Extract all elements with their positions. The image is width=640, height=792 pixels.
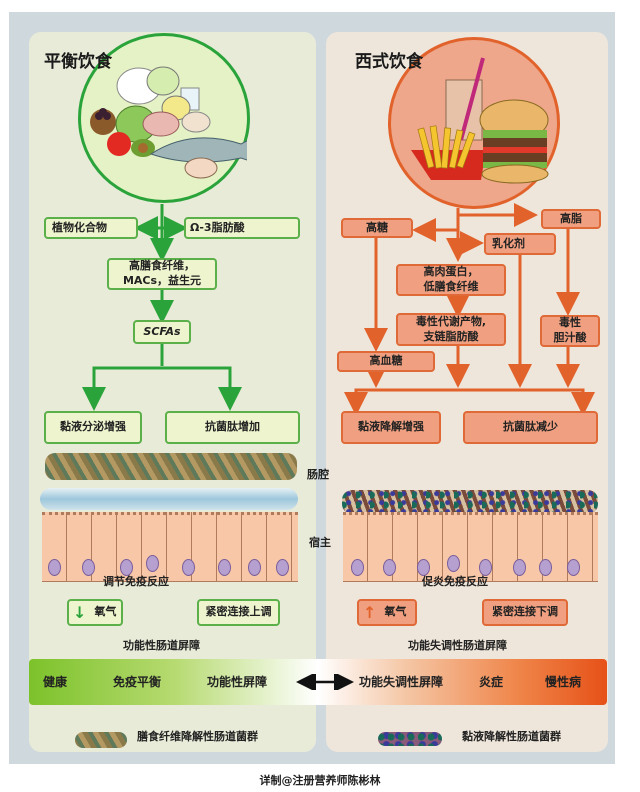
tight-junction-down-box: 紧密连接下调 <box>482 599 568 626</box>
scfa-label: SCFAs <box>143 324 181 338</box>
fiber-bacteria-legend-label: 膳食纤维降解性肠道菌群 <box>137 730 258 743</box>
western-food-illustration <box>388 37 560 209</box>
scfa-box: SCFAs <box>133 320 191 344</box>
phytochemicals-label: 植物化合物 <box>52 220 107 234</box>
mucus-bacteria-legend-icon <box>378 732 442 746</box>
lumen-label: 肠腔 <box>307 468 329 481</box>
fiber-box: 高膳食纤维， MACs，益生元 <box>107 258 217 290</box>
mucus-layer <box>40 488 298 510</box>
high-fat-box: 高脂 <box>541 209 601 229</box>
mucus-secretion-label: 黏液分泌增强 <box>60 420 126 434</box>
tight-junction-up-box: 紧密连接上调 <box>197 599 280 626</box>
toxic-metabolites-label-line2: 支链脂肪酸 <box>423 329 479 343</box>
omega3-box: Ω-3脂肪酸 <box>184 217 300 239</box>
antimicrobial-increase-label: 抗菌肽增加 <box>205 420 260 434</box>
balanced-diet-title: 平衡饮食 <box>44 52 112 72</box>
regulatory-immune-label: 调节免疫反应 <box>103 575 169 588</box>
phytochemicals-box: 植物化合物 <box>44 217 138 239</box>
high-fat-label: 高脂 <box>560 211 582 225</box>
functional-barrier-label: 功能性肠道屏障 <box>123 639 200 652</box>
host-label: 宿主 <box>309 536 331 549</box>
toxic-metabolites-label-line1: 毒性代谢产物, <box>415 314 487 328</box>
western-diet-title: 西式饮食 <box>355 52 423 72</box>
spectrum-inflammation: 炎症 <box>479 675 504 689</box>
toxic-bile-acid-label-line2: 胆汁酸 <box>553 331 587 344</box>
dysfunctional-barrier-label: 功能失调性肠道屏障 <box>408 639 507 652</box>
mucus-degrading-bacteria-layer <box>342 490 598 514</box>
hyperglycemia-box: 高血糖 <box>337 351 435 372</box>
high-sugar-box: 高糖 <box>341 218 413 238</box>
mucus-degradation-box: 黏液降解增强 <box>341 411 441 444</box>
double-arrow-icon <box>296 674 354 690</box>
oxygen-increase-box: ↑ 氧气 <box>357 599 417 626</box>
spectrum-functional-barrier: 功能性屏障 <box>207 675 268 689</box>
antimicrobial-decrease-label: 抗菌肽减少 <box>503 420 558 434</box>
spectrum-dysfunctional-barrier: 功能失调性屏障 <box>359 675 444 689</box>
credit-footer: 详制@注册营养师陈彬林 <box>259 774 381 787</box>
mucus-degradation-label: 黏液降解增强 <box>358 420 424 434</box>
oxygen-decrease-box: ↓ 氧气 <box>67 599 123 626</box>
omega3-label: Ω-3脂肪酸 <box>190 220 245 234</box>
emulsifier-box: 乳化剂 <box>484 233 556 255</box>
fiber-bacteria-legend-icon <box>75 732 127 748</box>
toxic-metabolites-box: 毒性代谢产物, 支链脂肪酸 <box>396 313 506 346</box>
down-arrow-icon: ↓ <box>73 602 87 622</box>
high-protein-label-line1: 高肉蛋白， <box>423 265 479 279</box>
fiber-degrading-bacteria-layer <box>45 453 297 480</box>
hyperglycemia-label: 高血糖 <box>369 354 403 368</box>
health-spectrum-bar: 健康 免疫平衡 功能性屏障 功能失调性屏障 炎症 慢性病 <box>29 659 607 705</box>
high-protein-box: 高肉蛋白， 低膳食纤维 <box>396 264 506 296</box>
toxic-bile-acid-label-line1: 毒性 <box>559 316 581 330</box>
spectrum-immune-balance: 免疫平衡 <box>113 675 162 689</box>
epithelial-cells-healthy <box>42 512 298 582</box>
fiber-label-line2: MACs，益生元 <box>122 274 202 287</box>
high-sugar-label: 高糖 <box>366 220 388 234</box>
tight-junction-down-label: 紧密连接下调 <box>492 605 558 619</box>
up-arrow-icon: ↑ <box>363 602 377 622</box>
mucus-secretion-box: 黏液分泌增强 <box>44 411 142 444</box>
proinflammatory-immune-label: 促炎免疫反应 <box>422 575 488 588</box>
healthy-food-illustration <box>78 33 261 203</box>
high-protein-label-line2: 低膳食纤维 <box>423 280 479 293</box>
mucus-bacteria-legend-label: 黏液降解性肠道菌群 <box>462 730 561 743</box>
antimicrobial-decrease-box: 抗菌肽减少 <box>463 411 598 444</box>
toxic-bile-acid-box: 毒性 胆汁酸 <box>540 315 600 347</box>
antimicrobial-increase-box: 抗菌肽增加 <box>165 411 300 444</box>
emulsifier-label: 乳化剂 <box>492 236 525 250</box>
spectrum-health: 健康 <box>43 675 68 689</box>
epithelial-cells-inflamed <box>343 512 598 582</box>
tight-junction-up-label: 紧密连接上调 <box>205 605 272 619</box>
oxygen-label-right: 氧气 <box>384 605 407 619</box>
fiber-label-line1: 高膳食纤维， <box>129 259 195 273</box>
oxygen-label-left: 氧气 <box>94 605 117 619</box>
spectrum-chronic-disease: 慢性病 <box>545 675 582 689</box>
